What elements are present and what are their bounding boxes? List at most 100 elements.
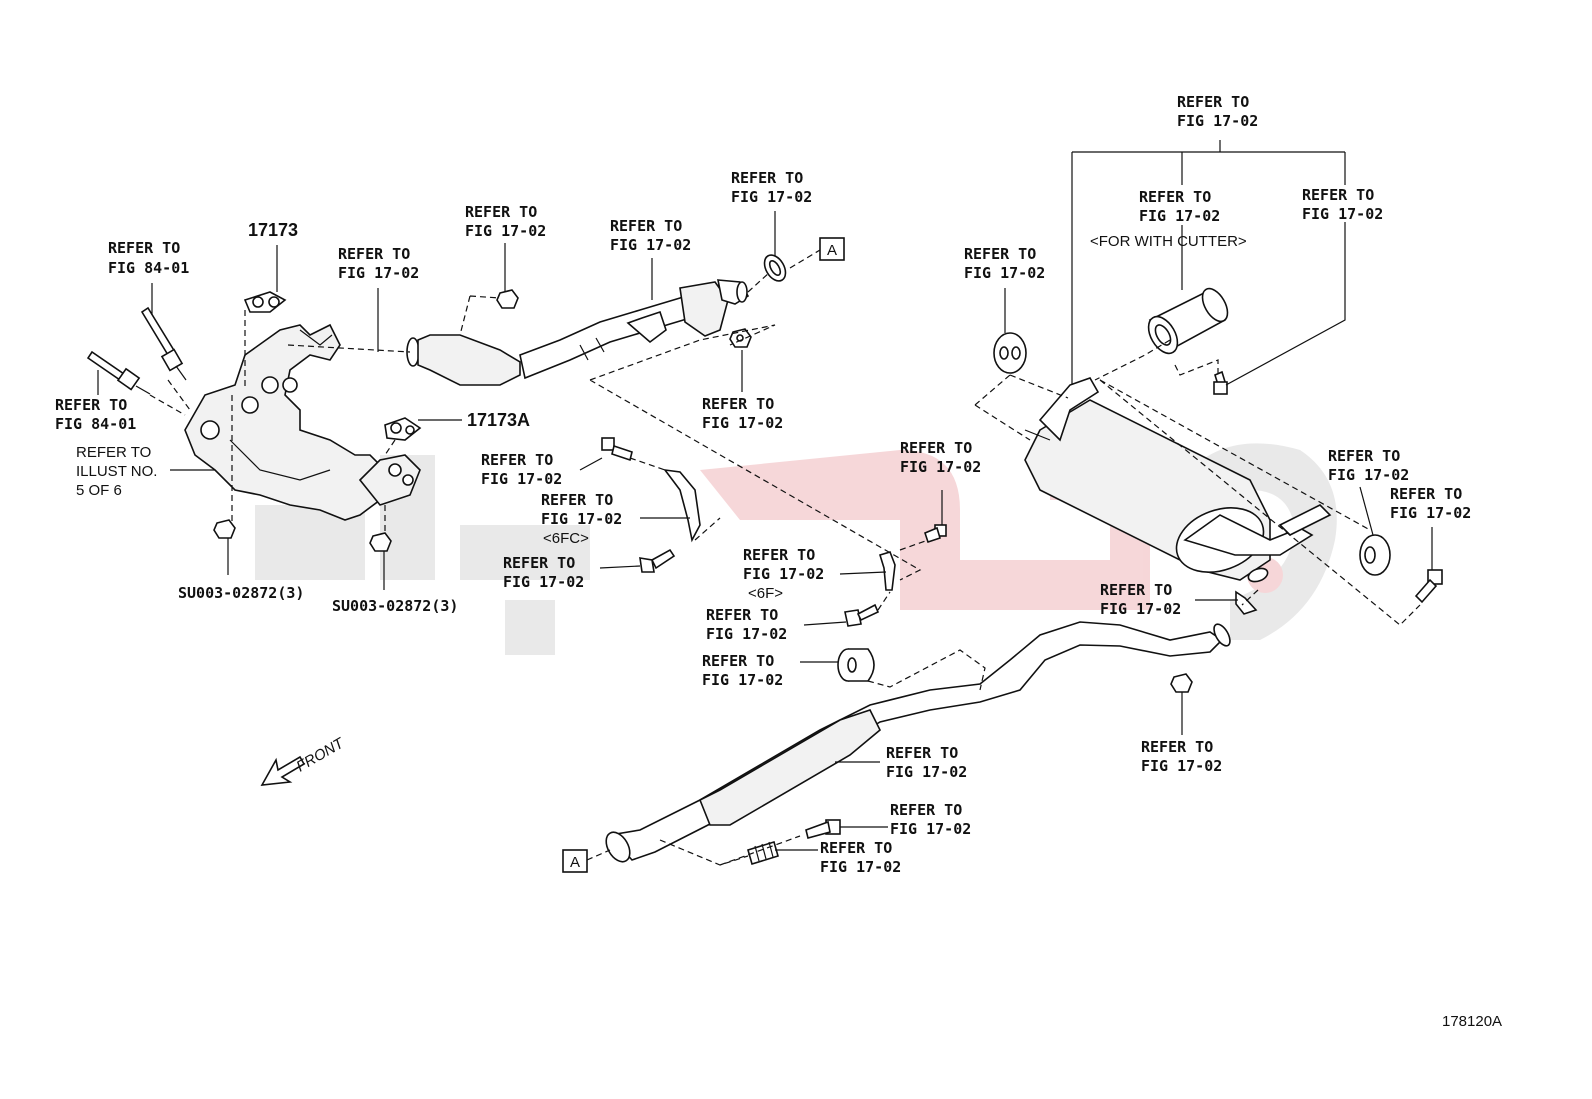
illust-ref-l2[interactable]: ILLUST NO. [76, 463, 157, 480]
cutter-bolt[interactable] [1213, 370, 1228, 395]
callout-pipe-front-l2[interactable]: FIG 17-02 [610, 236, 691, 254]
nut-mid[interactable] [729, 328, 752, 348]
bracket-6f[interactable] [878, 551, 896, 591]
callout-spring-bottom-l2[interactable]: FIG 17-02 [820, 858, 901, 876]
callout-bolt-upper-l1[interactable]: REFER TO [481, 451, 553, 469]
callout-hanger-right-l1[interactable]: REFER TO [1328, 447, 1400, 465]
callout-o2-upper-l1[interactable]: REFER TO [108, 239, 180, 257]
diagram-id: 178120A [1442, 1013, 1502, 1030]
callout-bolt-lower-l2[interactable]: FIG 17-02 [503, 573, 584, 591]
callout-muffler-group-l2[interactable]: FIG 17-02 [1177, 112, 1258, 130]
oxygen-sensor-lower[interactable] [86, 350, 151, 395]
illust-ref-l1[interactable]: REFER TO [76, 444, 151, 461]
bolt-lower-bracket[interactable] [639, 548, 676, 573]
callout-gasket-rear-l2[interactable]: FIG 17-02 [1100, 600, 1181, 618]
callout-hanger-left-l1[interactable]: REFER TO [964, 245, 1036, 263]
front-label: FRONT [294, 734, 349, 775]
spring-bottom[interactable] [747, 840, 779, 866]
connector-a-top-label: A [827, 242, 837, 259]
callout-spring-bottom-l1[interactable]: REFER TO [820, 839, 892, 857]
callout-o2-lower-l1[interactable]: REFER TO [55, 396, 127, 414]
callout-cutter-l1[interactable]: REFER TO [1139, 188, 1211, 206]
gasket-rear[interactable] [1235, 590, 1258, 615]
callout-o2-upper-l2[interactable]: FIG 84-01 [108, 259, 189, 277]
connector-a-bottom: A [562, 849, 588, 873]
callout-pipe-front-l1[interactable]: REFER TO [610, 217, 682, 235]
connector-a-bottom-label: A [570, 854, 580, 871]
callout-bracket-6fc-l2[interactable]: FIG 17-02 [541, 510, 622, 528]
callout-center-pipe-l1[interactable]: REFER TO [886, 744, 958, 762]
callout-muffler-group-l1[interactable]: REFER TO [1177, 93, 1249, 111]
callout-gasket-front-l1[interactable]: REFER TO [338, 245, 410, 263]
callout-cutter-l2[interactable]: FIG 17-02 [1139, 207, 1220, 225]
callout-bolt-bottom-l1[interactable]: REFER TO [890, 801, 962, 819]
exhaust-manifold[interactable] [184, 323, 386, 521]
main-muffler[interactable] [1024, 377, 1332, 584]
callout-nut-rear-l1[interactable]: REFER TO [1141, 738, 1213, 756]
callout-bolt-lower-l1[interactable]: REFER TO [503, 554, 575, 572]
callout-bolt-small-l1[interactable]: REFER TO [706, 606, 778, 624]
callout-nut-top-l2[interactable]: FIG 17-02 [465, 222, 546, 240]
callout-cutter-bolt-l2[interactable]: FIG 17-02 [1302, 205, 1383, 223]
callout-nut-mid-l2[interactable]: FIG 17-02 [702, 414, 783, 432]
bolt-center[interactable] [924, 524, 947, 544]
callout-bolt-center-l1[interactable]: REFER TO [900, 439, 972, 457]
front-direction-arrow: FRONT [260, 734, 349, 786]
callout-nut-mid-l1[interactable]: REFER TO [702, 395, 774, 413]
callout-hanger-left-l2[interactable]: FIG 17-02 [964, 264, 1045, 282]
bolt-right[interactable] [1414, 569, 1443, 604]
callout-gasket-front-l2[interactable]: FIG 17-02 [338, 264, 419, 282]
hanger-rubber-right[interactable] [1359, 534, 1391, 576]
gasket-17173a[interactable] [384, 417, 422, 441]
callout-nut-top-l1[interactable]: REFER TO [465, 203, 537, 221]
callout-gasket-rear-l1[interactable]: REFER TO [1100, 581, 1172, 599]
connector-a-top: A [819, 237, 845, 261]
muffler-cutter[interactable] [1143, 284, 1233, 358]
heat-shield-rear [358, 454, 421, 506]
callout-bolt-right-l2[interactable]: FIG 17-02 [1390, 504, 1471, 522]
callout-bracket-6f-l1[interactable]: REFER TO [743, 546, 815, 564]
part-number-nut-left[interactable]: SU003-02872(3) [178, 584, 304, 602]
callout-bolt-right-l1[interactable]: REFER TO [1390, 485, 1462, 503]
callout-bracket-6fc-l1[interactable]: REFER TO [541, 491, 613, 509]
callout-hanger-center-l2[interactable]: FIG 17-02 [702, 671, 783, 689]
bolt-upper-bracket[interactable] [601, 437, 633, 462]
bolt-bottom[interactable] [805, 819, 841, 839]
hanger-rubber-left[interactable] [993, 332, 1027, 374]
callout-bracket-6f-l3: <6F> [748, 585, 783, 602]
nut-top[interactable] [496, 289, 519, 309]
callout-bolt-center-l2[interactable]: FIG 17-02 [900, 458, 981, 476]
callout-bracket-6fc-l3: <6FC> [543, 530, 589, 547]
callout-hanger-right-l2[interactable]: FIG 17-02 [1328, 466, 1409, 484]
callout-bolt-upper-l2[interactable]: FIG 17-02 [481, 470, 562, 488]
gasket-17173[interactable] [243, 291, 287, 313]
bolt-small[interactable] [844, 603, 880, 627]
hanger-rubber-center[interactable] [837, 648, 875, 682]
illust-ref-l3[interactable]: 5 OF 6 [76, 482, 122, 499]
nut-rear[interactable] [1170, 673, 1193, 693]
front-pipe-catalytic-converter[interactable] [406, 279, 750, 386]
center-exhaust-pipe[interactable] [601, 621, 1233, 866]
callout-hanger-center-l1[interactable]: REFER TO [702, 652, 774, 670]
callout-ring-a-l1[interactable]: REFER TO [731, 169, 803, 187]
callout-cutter-l3: <FOR WITH CUTTER> [1090, 233, 1247, 250]
part-number-17173a[interactable]: 17173A [467, 410, 530, 430]
oxygen-sensor-upper[interactable] [140, 306, 187, 381]
leader-lines [97, 140, 1433, 851]
callout-bracket-6f-l2[interactable]: FIG 17-02 [743, 565, 824, 583]
callout-center-pipe-l2[interactable]: FIG 17-02 [886, 763, 967, 781]
callout-bolt-small-l2[interactable]: FIG 17-02 [706, 625, 787, 643]
part-number-nut-right[interactable]: SU003-02872(3) [332, 597, 458, 615]
nut-right-su003[interactable] [369, 532, 392, 552]
callout-cutter-bolt-l1[interactable]: REFER TO [1302, 186, 1374, 204]
part-number-17173[interactable]: 17173 [248, 220, 298, 240]
callout-bolt-bottom-l2[interactable]: FIG 17-02 [890, 820, 971, 838]
gasket-ring-a[interactable] [760, 251, 790, 284]
callout-nut-rear-l2[interactable]: FIG 17-02 [1141, 757, 1222, 775]
callout-ring-a-l2[interactable]: FIG 17-02 [731, 188, 812, 206]
bracket-6fc[interactable] [663, 468, 701, 543]
nut-left-su003[interactable] [213, 519, 236, 539]
callout-labels: REFER TO FIG 84-01 REFER TO FIG 84-01 RE… [55, 93, 1502, 1030]
callout-o2-lower-l2[interactable]: FIG 84-01 [55, 415, 136, 433]
